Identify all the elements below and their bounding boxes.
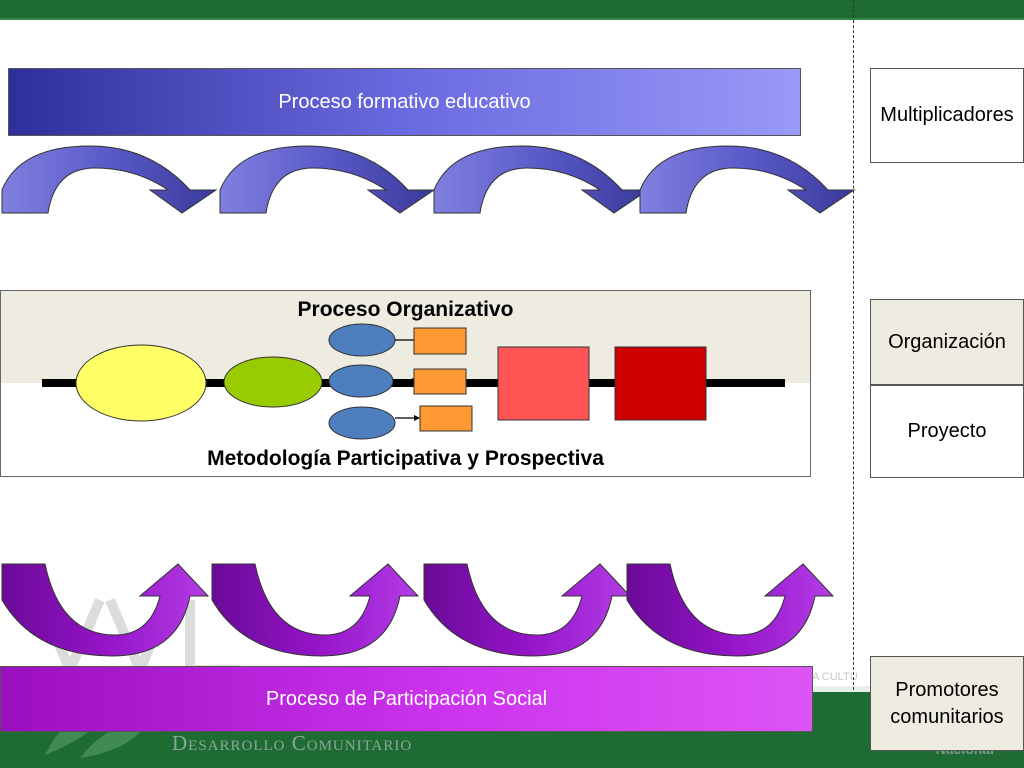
- blue-arrow-4: [639, 145, 856, 214]
- methodology-subtitle: Metodología Participativa y Prospectiva: [207, 447, 604, 470]
- blue-arrow-3: [433, 145, 650, 214]
- proyecto-label: Proyecto: [907, 420, 987, 442]
- box-multiplicadores: Multiplicadores: [870, 68, 1024, 163]
- banner-participacion-social: Proceso de Participación Social: [0, 666, 813, 732]
- divider-line: [853, 0, 854, 690]
- purple-arrow-2: [211, 563, 420, 657]
- box-proyecto: Proyecto: [870, 385, 1024, 478]
- banner-proceso-formativo: Proceso formativo educativo: [8, 68, 801, 136]
- promotores-label-line2: comunitarios: [890, 705, 1004, 728]
- blue-arrow-1: [1, 145, 218, 214]
- purple-arrow-4: [626, 563, 835, 657]
- box-organizacion: Organización: [870, 299, 1024, 385]
- ellipse-blue-3: [328, 406, 396, 440]
- ellipse-green: [223, 356, 323, 408]
- box-promotores: Promotores comunitarios: [870, 656, 1024, 751]
- orange-box-3: [419, 405, 473, 432]
- red-box-light: [497, 346, 590, 421]
- blue-arrow-2: [219, 145, 436, 214]
- multiplicadores-label: Multiplicadores: [880, 104, 1014, 126]
- banner-social-label: Proceso de Participación Social: [265, 687, 548, 710]
- ellipse-yellow: [75, 344, 207, 422]
- footer-faint-text: A CULTU: [812, 671, 858, 683]
- organizacion-label: Organización: [888, 330, 1006, 353]
- header-band: [0, 0, 1024, 18]
- orange-box-1: [413, 327, 467, 355]
- purple-arrow-3: [423, 563, 632, 657]
- promotores-label-line1: Promotores: [895, 678, 999, 701]
- header-band-line: [0, 18, 1024, 20]
- purple-arrow-1: [1, 563, 210, 657]
- banner-formativo-label: Proceso formativo educativo: [278, 90, 531, 113]
- red-box-dark: [614, 346, 707, 421]
- orange-box-2: [413, 368, 467, 395]
- footer-brand: Desarrollo Comunitario: [172, 731, 413, 755]
- organizational-process-title: Proceso Organizativo: [297, 298, 514, 321]
